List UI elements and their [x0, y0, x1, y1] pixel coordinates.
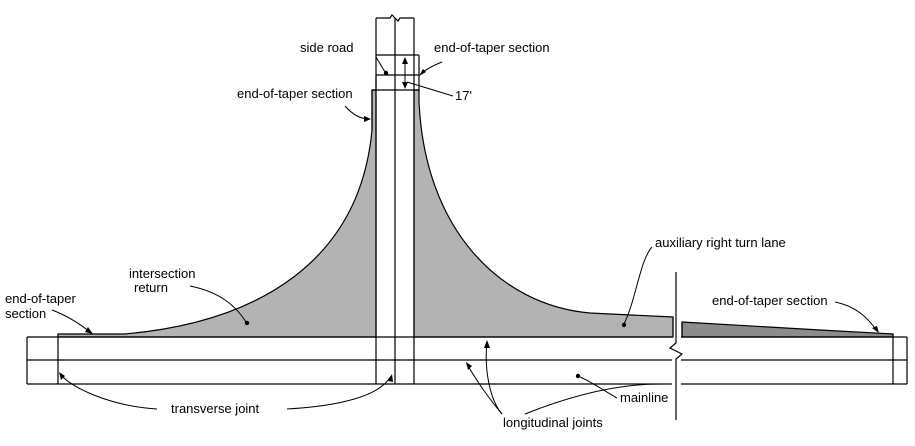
- right-intersection-return-area: [413, 89, 674, 338]
- label-end-of-taper-left: end-of-taper: [5, 291, 76, 306]
- label-return: return: [134, 280, 168, 295]
- label-end-of-taper-top-right: end-of-taper section: [434, 40, 550, 55]
- label-longitudinal-joints: longitudinal joints: [503, 415, 603, 430]
- label-mainline: mainline: [620, 390, 668, 405]
- label-side-road: side road: [300, 40, 353, 55]
- label-transverse-joint: transverse joint: [171, 401, 260, 416]
- label-section-left: section: [5, 306, 46, 321]
- label-end-of-taper-right: end-of-taper section: [712, 293, 828, 308]
- label-end-of-taper-top-left: end-of-taper section: [237, 86, 353, 101]
- label-auxiliary-right-turn-lane: auxiliary right turn lane: [655, 235, 786, 250]
- mainline-road: [26, 272, 908, 420]
- end-of-taper-right-wedge: [681, 321, 894, 338]
- side-road: [371, 14, 420, 384]
- label-intersection: intersection: [129, 266, 195, 281]
- label-dimension-17: 17': [455, 88, 472, 103]
- leader-lines: [51, 56, 879, 415]
- left-intersection-return-area: [57, 89, 377, 338]
